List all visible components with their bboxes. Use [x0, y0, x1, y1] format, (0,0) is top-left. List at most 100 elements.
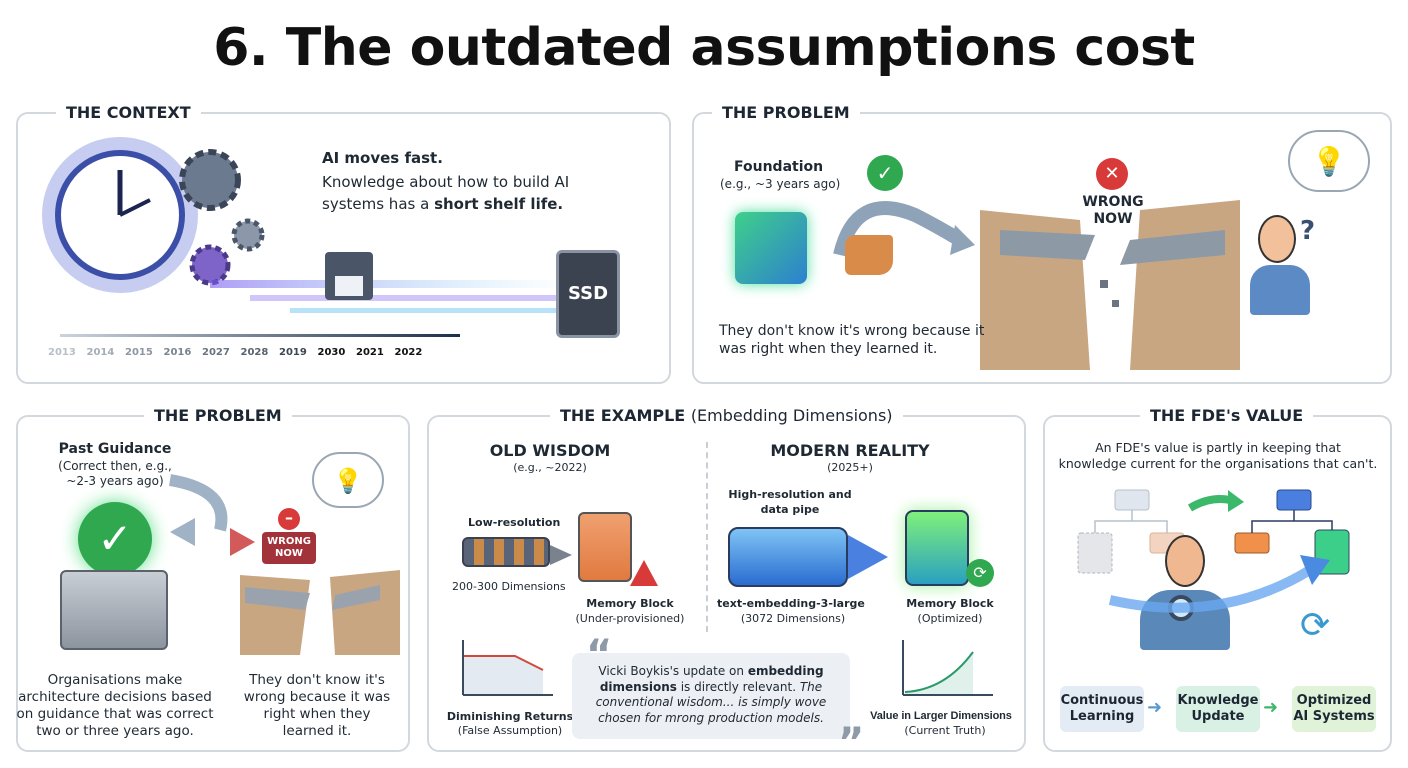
new-dims-label: (3072 Dimensions): [740, 612, 846, 625]
timeline-year: 2027: [202, 347, 230, 358]
modern-reality-sub: (2025+): [827, 461, 873, 474]
diminishing-line: [463, 655, 544, 671]
page-title: 6. The outdated assumptions cost: [213, 18, 1195, 78]
old-block-sub: (Under-provisioned): [575, 612, 685, 625]
step-arrow-icon: ➜: [1263, 697, 1279, 718]
fde-line2: knowledge current for the organisations …: [1058, 456, 1378, 471]
gear-icon: [179, 149, 241, 211]
timeline-year: 2022: [394, 347, 423, 358]
high-res-label1: High-resolution and: [728, 488, 852, 501]
left-chart-label: Diminishing Returns: [446, 710, 574, 723]
thought-bubble-lightbulb-icon: 💡: [1288, 130, 1370, 192]
quote-close-icon: ”: [838, 720, 865, 766]
quote-italic: chosen for mrong production models.: [598, 710, 824, 725]
quote-part: Vicki Boykis's update on: [598, 664, 748, 678]
right-chart-label: Value in Larger Dimensions: [870, 710, 1012, 722]
floppy-disk-icon: [325, 252, 373, 300]
old-wisdom-title: OLD WISDOM: [489, 441, 611, 460]
fork-arrow: [168, 474, 255, 556]
high-res-label2: data pipe: [760, 503, 820, 516]
example-heading: THE EXAMPLE (Embedding Dimensions): [550, 406, 903, 425]
caption-line: Organisations make: [47, 672, 183, 688]
broken-bridge-illustration: [980, 200, 1240, 370]
sync-icon: ⟳: [1300, 605, 1331, 646]
growth-chart: [902, 640, 993, 696]
low-res-label: Low-resolution: [468, 516, 561, 529]
quote-emph: embedding: [747, 664, 824, 678]
high-res-pipe-icon: [728, 527, 848, 587]
timeline-year: 2014: [86, 347, 115, 358]
clock-gears-illustration: [42, 137, 265, 293]
example-heading-main: THE EXAMPLE: [560, 406, 686, 425]
quote-part: is directly relevant.: [676, 679, 800, 694]
arrow-icon: [848, 535, 888, 579]
arc-arrow: [833, 201, 975, 257]
growth-line: [904, 651, 974, 693]
wrong-now-label: WRONG NOW: [1082, 194, 1144, 227]
caption-line: learned it.: [282, 723, 352, 739]
context-line3: systems has a short shelf life.: [322, 195, 563, 214]
caption-line: architecture decisions based: [18, 689, 212, 705]
past-guidance-sub1: (Correct then, e.g.,: [58, 459, 172, 473]
step-arrow-icon: ➜: [1147, 697, 1163, 718]
new-block-label: Memory Block: [906, 597, 994, 610]
question-mark-icon: ?: [1300, 216, 1316, 246]
quote-box: [572, 653, 850, 739]
timeline-year: 2019: [279, 347, 307, 358]
past-guidance-sub2: ~2-3 years ago): [66, 474, 164, 488]
problem-left-heading: THE PROBLEM: [144, 406, 292, 425]
speed-streaks: [210, 280, 570, 313]
overflowing-memory-block-icon: [578, 512, 632, 582]
step-2: Optimized AI Systems: [1292, 686, 1376, 732]
divider: [706, 442, 708, 632]
step-1: Knowledge Update: [1176, 686, 1260, 732]
upward-arrow: [1108, 555, 1330, 613]
fde-line1: An FDE's value is partly in keeping that: [1095, 440, 1341, 455]
wrong-now-badge: WRONG NOW: [262, 532, 316, 564]
rock-icon: [845, 235, 893, 275]
chip-icon: [735, 212, 807, 284]
context-heading: THE CONTEXT: [56, 103, 201, 122]
quote-open-icon: “: [586, 632, 613, 678]
stone-block-icon: [60, 570, 168, 650]
cross-icon: ✕: [1096, 158, 1128, 190]
quote-text: Vicki Boykis's update on embedding dimen…: [580, 664, 842, 726]
step-0: Continuous Learning: [1060, 686, 1144, 732]
timeline-year: 2030: [317, 347, 346, 358]
modern-reality-title: MODERN REALITY: [770, 441, 930, 460]
check-icon: ✓: [867, 155, 903, 191]
context-line3-emph: short shelf life.: [434, 195, 564, 213]
ssd-icon: SSD: [556, 250, 620, 338]
problem-top-caption2: was right when they learned it.: [719, 341, 938, 357]
old-block-label: Memory Block: [586, 597, 674, 610]
ssd-label: SSD: [567, 283, 609, 304]
right-chart-sub: (Current Truth): [904, 724, 986, 737]
quote-emph: dimensions: [599, 679, 677, 694]
new-model-label: text-embedding-3-large: [717, 597, 865, 610]
check-circle-icon: ✓: [78, 502, 152, 576]
timeline-axis: [60, 334, 460, 337]
warning-icon: [630, 560, 658, 586]
quote-italic: conventional wisdom... is simply wove: [595, 695, 827, 710]
problem-top-caption1: They don't know it's wrong because it: [719, 323, 985, 339]
timeline-year: 2021: [356, 347, 384, 358]
low-res-pipe-icon: [462, 537, 550, 567]
caption-line: They don't know it's: [249, 672, 385, 688]
caption-line: two or three years ago.: [36, 723, 194, 739]
diminishing-returns-chart: [462, 640, 553, 696]
new-block-sub: (Optimized): [917, 612, 983, 625]
minus-circle-icon: –: [278, 508, 300, 530]
timeline-year: 2016: [163, 347, 192, 358]
foundation-sub: (e.g., ~3 years ago): [720, 177, 841, 191]
context-line3-text: systems has a: [322, 195, 435, 213]
quote-italic: The: [799, 679, 823, 694]
old-dims-label: 200-300 Dimensions: [452, 580, 566, 593]
timeline-year: 2028: [240, 347, 269, 358]
left-chart-sub: (False Assumption): [457, 724, 563, 737]
old-wisdom-sub: (e.g., ~2022): [513, 461, 587, 474]
caption-line: wrong because it was: [243, 689, 391, 705]
problem-top-heading: THE PROBLEM: [712, 103, 860, 122]
context-line2: Knowledge about how to build AI: [322, 173, 570, 191]
thought-bubble-lightbulb-icon: 💡: [312, 452, 384, 508]
caption-line: right when they: [263, 706, 371, 722]
